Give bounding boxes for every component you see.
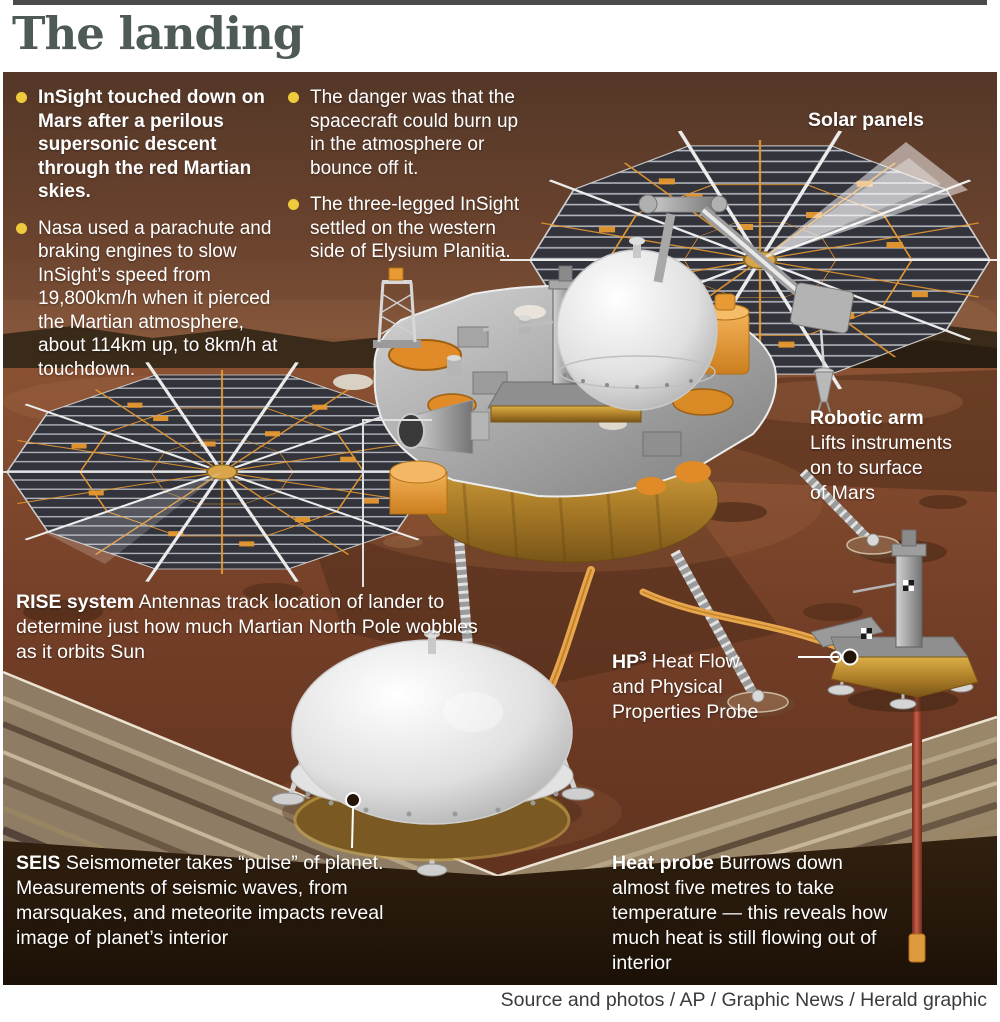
- bullet-icon: [16, 92, 27, 103]
- robotic-arm-label-line: Lifts instruments: [810, 432, 952, 454]
- solar-panel-left: [3, 360, 467, 584]
- lattice-mast: [373, 267, 421, 348]
- hp3-unit: [810, 529, 979, 712]
- bullet-column-right: The danger was that the spacecraft could…: [288, 86, 536, 264]
- label-seis: SEIS Seismometer takes “pulse” of planet…: [16, 851, 394, 951]
- seis-label-bold: SEIS: [16, 852, 61, 874]
- seis-label-rest: Seismometer takes “pulse” of planet. Mea…: [16, 852, 384, 949]
- solar-panel-right: [498, 129, 997, 391]
- label-rise-system: RISE system Antennas track location of l…: [16, 590, 490, 665]
- leader-lines: [345, 419, 859, 849]
- hp3-label-sup: 3: [639, 648, 647, 663]
- underground: [3, 836, 997, 985]
- solar-panels-label-text: Solar panels: [808, 109, 924, 131]
- heat-probe-label-rest: Burrows down almost five metres to take …: [612, 852, 888, 974]
- robotic-arm-label-bold: Robotic arm: [810, 407, 924, 429]
- label-heat-probe: Heat probe Burrows down almost five metr…: [612, 851, 900, 976]
- bullet-column-left: InSight touched down on Mars after a per…: [16, 86, 278, 381]
- bullet-icon: [288, 199, 299, 210]
- bullet-text: Nasa used a parachute and braking engine…: [38, 217, 278, 380]
- hp3-label-bold: HP3: [612, 648, 647, 673]
- source-credit: Source and photos / AP / Graphic News / …: [500, 989, 987, 1011]
- bullet-text: InSight touched down on Mars after a per…: [38, 87, 265, 202]
- lander-legs: [432, 468, 903, 717]
- label-solar-panels: Solar panels: [808, 108, 988, 133]
- bullet-text: The three-legged InSight settled on the …: [310, 194, 520, 262]
- heat-probe-rod: [908, 690, 926, 963]
- bullet-item: InSight touched down on Mars after a per…: [16, 86, 278, 204]
- mars-illustration: [3, 72, 997, 985]
- rise-label-rest: Antennas track location of lander to det…: [16, 591, 478, 663]
- hp3-label-rest: Heat Flow and Physical Properties Probe: [612, 650, 759, 723]
- page-title: The landing: [12, 7, 304, 60]
- bullet-icon: [288, 92, 299, 103]
- bullet-item: Nasa used a parachute and braking engine…: [16, 217, 278, 382]
- horn-antenna: [397, 399, 490, 455]
- bullet-text: The danger was that the spacecraft could…: [310, 87, 519, 179]
- top-rule: [13, 0, 987, 5]
- bullet-item: The danger was that the spacecraft could…: [288, 86, 536, 180]
- bullet-item: The three-legged InSight settled on the …: [288, 193, 536, 264]
- heat-probe-label-bold: Heat probe: [612, 852, 714, 874]
- graphic-panel: InSight touched down on Mars after a per…: [3, 72, 997, 985]
- robotic-arm-label-line: of Mars: [810, 482, 876, 504]
- label-robotic-arm: Robotic arm Lifts instruments on to surf…: [810, 406, 982, 506]
- label-hp3: HP3 Heat Flow and Physical Properties Pr…: [612, 643, 772, 725]
- deck-dome: [556, 237, 718, 411]
- robotic-arm: [638, 194, 854, 413]
- hp3-label-hp: HP: [612, 650, 640, 673]
- robotic-arm-label-line: on to surface: [810, 457, 923, 479]
- bullet-icon: [16, 222, 27, 234]
- rise-label-bold: RISE system: [16, 591, 135, 613]
